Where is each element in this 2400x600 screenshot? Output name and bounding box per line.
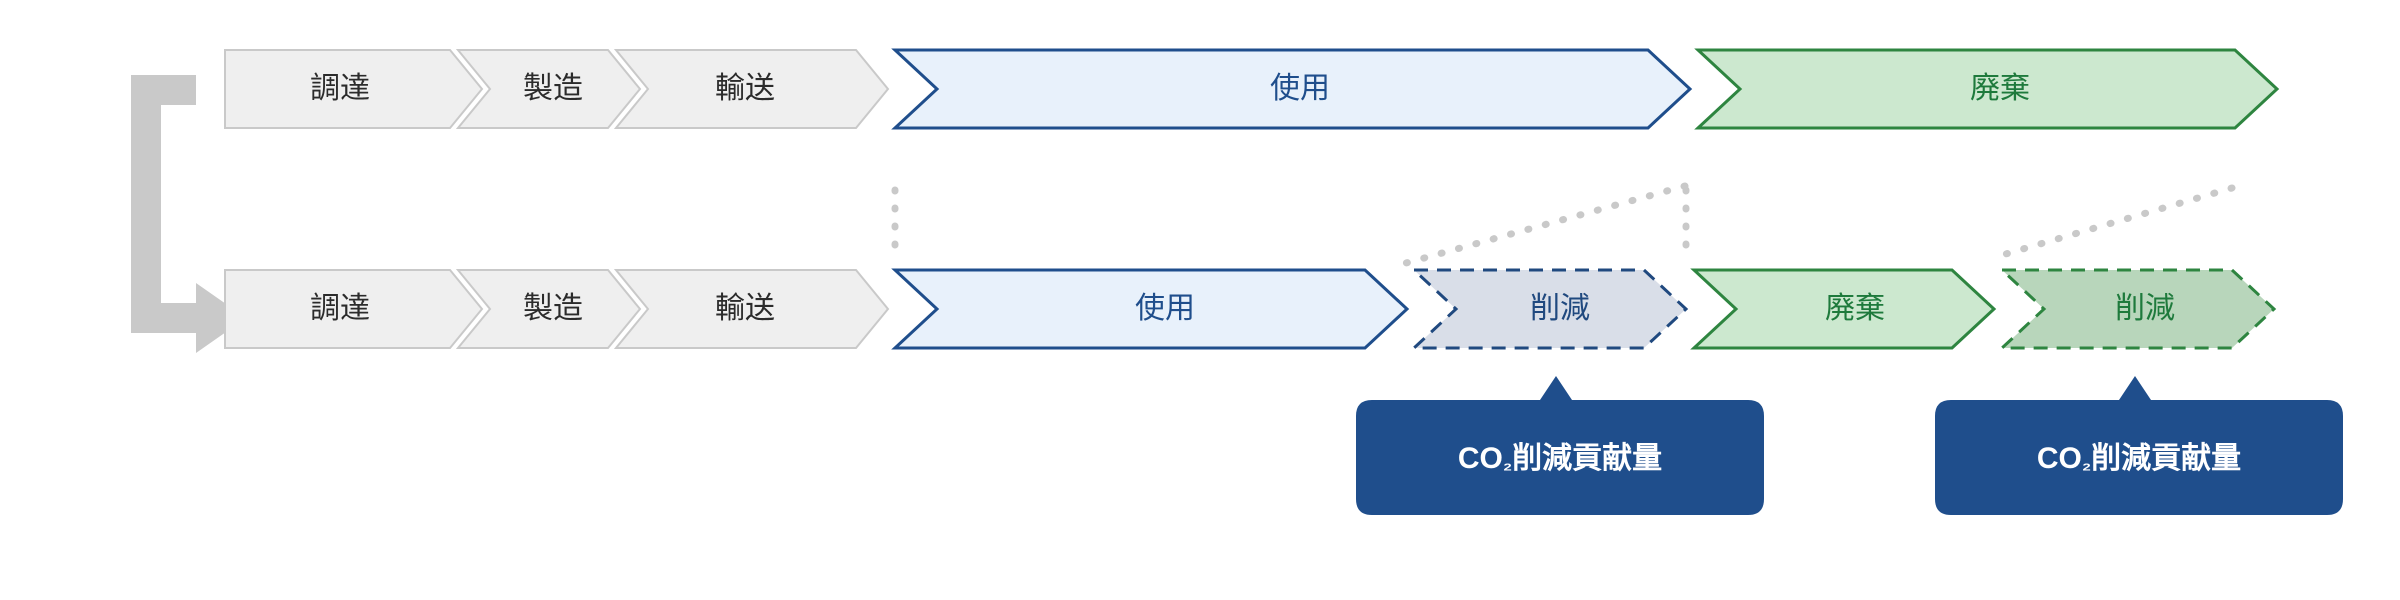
baseline-row: 調達 製造 輸送 使用 廃棄: [224, 48, 2280, 130]
proc-reduce-use[interactable]: 削減: [1410, 268, 1689, 350]
proc-use-top-label: 使用: [1270, 72, 1330, 105]
proc-use-top[interactable]: 使用: [891, 48, 1693, 130]
badge-disposal-reduction-label: CO₂削減貢献量: [2037, 442, 2241, 475]
improved-row: 調達 製造 輸送 使用 削減 廃棄 削減: [224, 268, 2277, 350]
connector-disposal-end-diagonal: [1988, 184, 2236, 262]
badge-use-reduction[interactable]: CO₂削減貢献量: [1356, 376, 1764, 515]
proc-reduce-use-label: 削減: [1530, 292, 1590, 325]
badge-use-co-prefix: CO: [1458, 442, 1503, 475]
proc-disposal-top-label: 廃棄: [1970, 72, 2030, 105]
proc-reduce-disposal-label: 削減: [2115, 292, 2175, 325]
proc-supply-bottom-label: 調達: [310, 292, 370, 325]
proc-supply-top[interactable]: 調達: [224, 49, 484, 129]
proc-use-bottom[interactable]: 使用: [891, 268, 1410, 350]
proc-manufacture-bottom-label: 製造: [523, 292, 583, 325]
proc-transport-top-label: 輸送: [715, 72, 775, 105]
connector-use-end-diagonal: [1402, 182, 1689, 267]
proc-supply-bottom[interactable]: 調達: [224, 269, 484, 349]
proc-transport-bottom-label: 輸送: [715, 292, 775, 325]
badge-use-reduction-label: CO₂削減貢献量: [1458, 442, 1662, 475]
proc-disposal-bottom[interactable]: 廃棄: [1690, 268, 1997, 350]
proc-transport-top[interactable]: 輸送: [613, 49, 890, 129]
badge-disposal-reduction[interactable]: CO₂削減貢献量: [1935, 376, 2343, 515]
proc-manufacture-top-label: 製造: [523, 72, 583, 105]
comparison-bracket-arrow: [131, 75, 246, 353]
proc-disposal-top[interactable]: 廃棄: [1694, 48, 2280, 130]
proc-supply-top-label: 調達: [310, 72, 370, 105]
proc-use-bottom-label: 使用: [1135, 292, 1195, 325]
proc-reduce-disposal[interactable]: 削減: [1998, 268, 2277, 350]
badge-disposal-co-prefix: CO: [2037, 442, 2082, 475]
proc-manufacture-top[interactable]: 製造: [455, 49, 642, 129]
row-connector-lines: [891, 182, 2236, 267]
proc-disposal-bottom-label: 廃棄: [1825, 292, 1885, 325]
proc-manufacture-bottom[interactable]: 製造: [455, 269, 642, 349]
proc-transport-bottom[interactable]: 輸送: [613, 269, 890, 349]
